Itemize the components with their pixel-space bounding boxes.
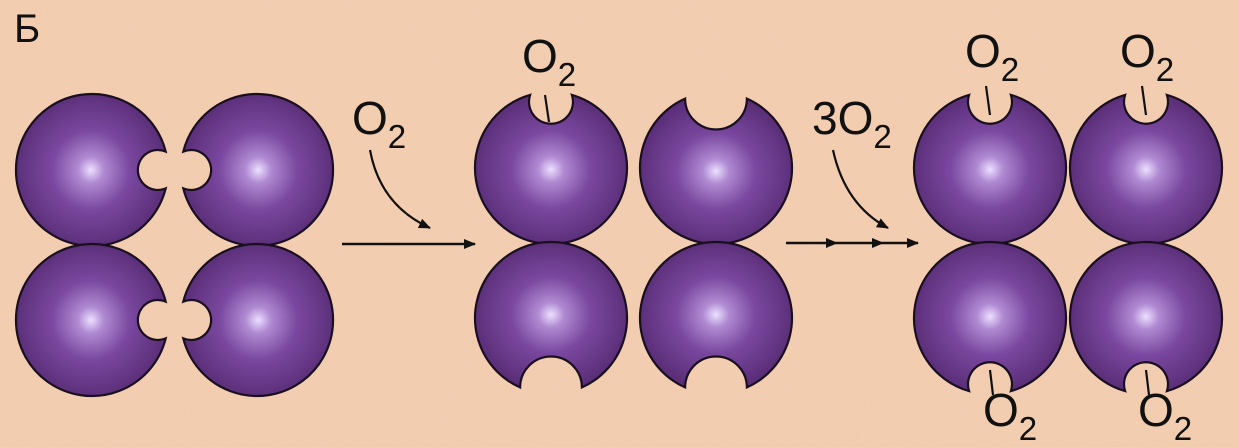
o2-bond-right-top-right xyxy=(1140,85,1148,116)
bound-o2-main: O xyxy=(1138,384,1174,436)
subunit-bound-top-left xyxy=(473,93,629,246)
arrows-layer xyxy=(342,149,919,249)
second-arrow-3o2-label: 3O2 xyxy=(812,92,892,154)
first-arrow-o2-main: O xyxy=(352,92,388,144)
bound-o2-subscript: 2 xyxy=(1155,51,1175,89)
second-arrow-3o2-main: 3O xyxy=(812,92,874,144)
second-arrow-3o2-subscript: 2 xyxy=(873,118,892,156)
subunit-open-bottom-left xyxy=(473,240,629,390)
subunits-layer xyxy=(14,85,1224,398)
bound-o2-label-right-top-right: O2 xyxy=(1120,25,1174,87)
bound-o2-label-middle-top-left: O2 xyxy=(522,30,576,92)
bound-o2-main: O xyxy=(965,25,1001,77)
bound-o2-subscript: 2 xyxy=(1018,410,1038,448)
bound-o2-main: O xyxy=(522,30,558,82)
bound-o2-subscript: 2 xyxy=(557,56,577,94)
first-arrow-o2-label: O2 xyxy=(352,92,406,154)
subunit-open-bottom-right xyxy=(638,240,794,390)
o2-input-curved-arrow-1 xyxy=(368,149,431,229)
subunit-open-top-right xyxy=(638,96,794,246)
subunit-deoxy-bottom-right xyxy=(181,242,335,398)
bound-o2-label-right-top-left: O2 xyxy=(965,25,1019,87)
bound-o2-label-right-bottom-left: O2 xyxy=(983,384,1037,446)
o2-bond-right-top-left xyxy=(984,85,992,116)
panel-letter: Б xyxy=(14,7,41,51)
subunit-oxy-top-right xyxy=(1068,93,1224,246)
o2-input-curved-arrow-2 xyxy=(831,149,889,229)
subunit-deoxy-top-right xyxy=(181,92,335,248)
subunit-deoxy-bottom-left xyxy=(14,242,168,398)
reaction-arrow-2-step-head-2 xyxy=(872,238,884,248)
bound-o2-subscript: 2 xyxy=(1173,410,1193,448)
bound-o2-subscript: 2 xyxy=(1000,51,1020,89)
bound-o2-label-right-bottom-right: O2 xyxy=(1138,384,1192,446)
bound-o2-main: O xyxy=(983,384,1019,436)
first-arrow-o2-subscript: 2 xyxy=(387,118,407,156)
subunit-oxy-bottom-right xyxy=(1068,240,1224,393)
subunit-oxy-bottom-left xyxy=(912,240,1068,393)
o2-bond-middle-top-left xyxy=(543,94,551,123)
o2-bond-right-bottom-left xyxy=(988,369,995,396)
subunit-oxy-top-left xyxy=(912,93,1068,246)
o2-bond-right-bottom-right xyxy=(1144,369,1151,396)
reaction-arrow-2-step-head-1 xyxy=(826,238,838,248)
bound-o2-main: O xyxy=(1120,25,1156,77)
